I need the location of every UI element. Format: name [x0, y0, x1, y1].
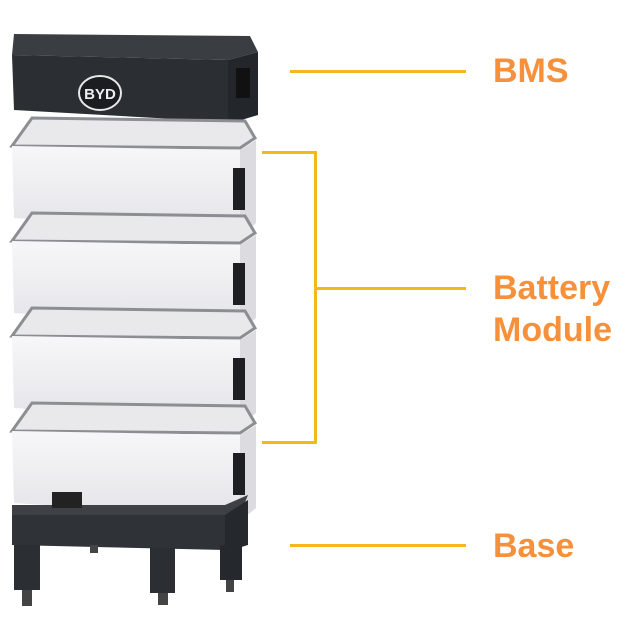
- battery-module: [9, 306, 258, 426]
- module-connector: [233, 168, 245, 210]
- battery-module: [9, 116, 258, 236]
- battery-module-label-line2: Module: [493, 311, 612, 349]
- bms-unit: BYD: [12, 34, 258, 124]
- battery-module: [9, 401, 258, 521]
- bms-label: BMS: [493, 52, 569, 90]
- module-connector: [233, 453, 245, 495]
- battery-module-label-line1: Battery: [493, 269, 611, 307]
- battery-module: [9, 211, 258, 331]
- module-connector: [233, 263, 245, 305]
- base-leader-line: [290, 544, 466, 547]
- byd-logo: BYD: [78, 75, 122, 111]
- base-label: Base: [493, 527, 575, 565]
- bms-leader-line: [290, 70, 466, 73]
- module-connector: [233, 358, 245, 400]
- base-unit: [12, 492, 248, 606]
- svg-text:BYD: BYD: [84, 86, 116, 103]
